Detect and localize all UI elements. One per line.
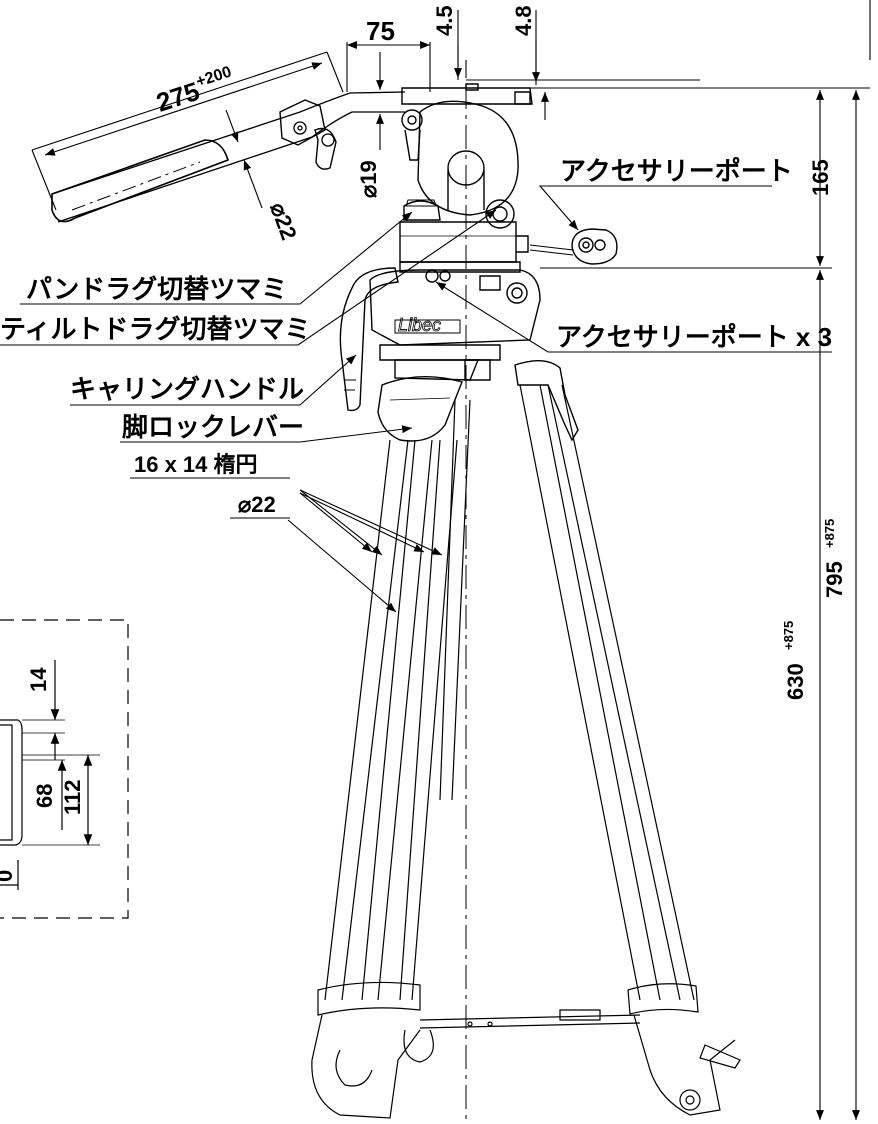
dim-pan-bar-offset: 75 [366, 16, 395, 46]
dim-head-height: 165 [808, 159, 833, 196]
dim-pan-bar-dia: ⌀19 [356, 160, 381, 198]
dim-min-height-ext: +875 [781, 621, 796, 650]
dim-detail-112: 112 [60, 780, 85, 816]
label-ellipse-tube: 16 x 14 楕円 [134, 452, 258, 477]
label-carrying-handle: キャリングハンドル [70, 374, 304, 404]
dim-plate-height-b: 4.8 [511, 5, 536, 36]
pan-bar [51, 91, 406, 223]
label-pan-drag-knob: パンドラグ切替ツマミ [26, 274, 287, 304]
top-dimension-lines [31, 10, 870, 269]
height-dimension-lines [816, 0, 871, 1120]
tripod-top-casting [339, 267, 579, 442]
dim-detail-14: 14 [26, 667, 51, 692]
brand-logo: Libec [398, 315, 441, 335]
detail-view [0, 619, 129, 919]
label-accessory-port: アクセサリーポート [560, 156, 793, 186]
tripod-legs [311, 384, 741, 1119]
dim-detail-68: 68 [32, 784, 57, 808]
dim-min-height: 630 [783, 663, 808, 700]
label-round-tube: ⌀22 [238, 492, 276, 517]
label-accessory-port-x3: アクセサリーポート x 3 [556, 322, 832, 352]
dim-pan-bar-length-ext: +200 [194, 63, 234, 90]
label-tilt-drag-knob: ティルトドラグ切替ツマミ [0, 314, 310, 344]
dim-total-height-ext: +875 [822, 519, 837, 548]
dim-total-height: 795 [822, 561, 847, 598]
dim-grip-dia: ⌀22 [265, 199, 301, 243]
label-leg-lock-lever: 脚ロックレバー [122, 412, 304, 442]
dim-detail-0: 0 [0, 870, 17, 882]
accessory-port-detail [529, 228, 618, 265]
dim-plate-height-a: 4.5 [432, 5, 457, 36]
callout-leader-lines [0, 185, 832, 613]
